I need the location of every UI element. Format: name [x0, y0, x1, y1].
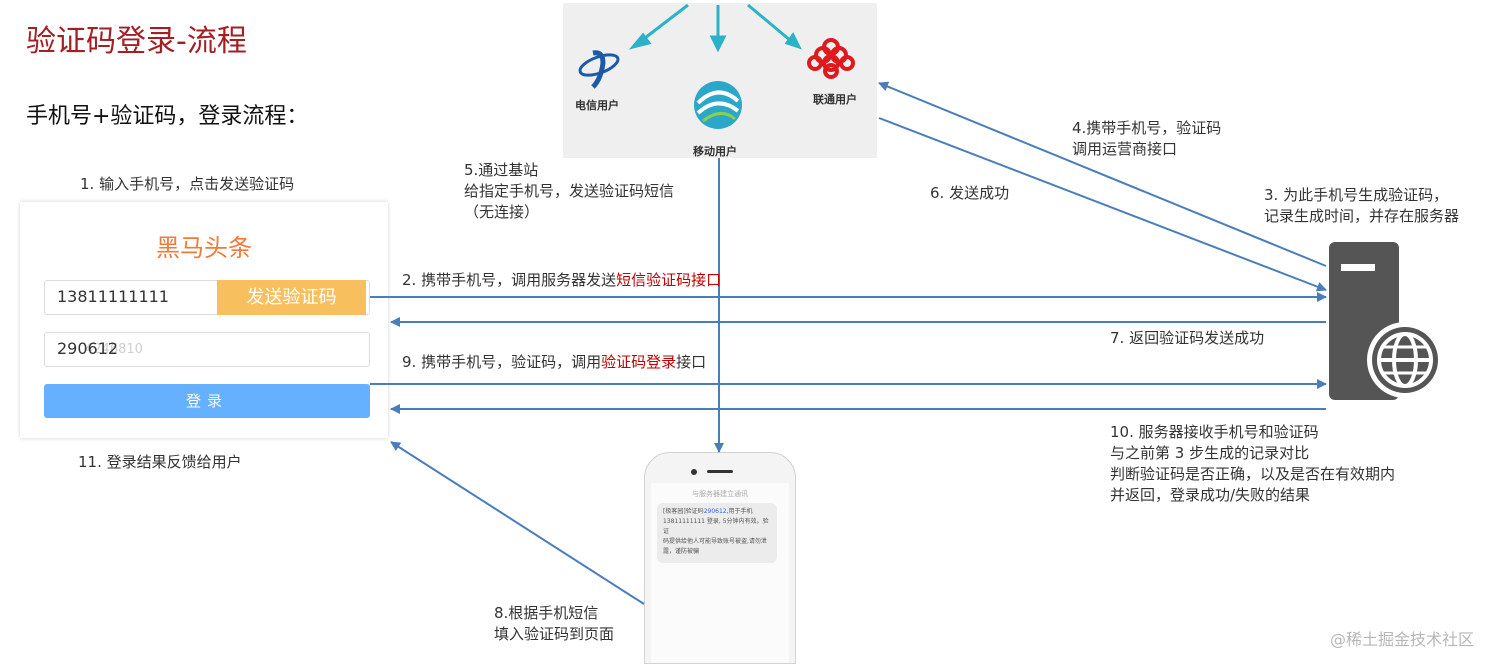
step2-label: 2. 携带手机号，调用服务器发送短信验证码接口: [402, 270, 721, 291]
step7-label: 7. 返回验证码发送成功: [1110, 329, 1265, 347]
page-subtitle: 手机号+验证码，登录流程：: [26, 104, 309, 129]
step10-label: 10. 服务器接收手机号和验证码 与之前第 3 步生成的记录对比 判断验证码是否…: [1110, 422, 1395, 506]
arrow-step4: [878, 81, 1327, 267]
phone-screen: 与服务器建立通讯 [极客园]验证码290612,用于手机 13811111111…: [651, 483, 789, 663]
step9-highlight: 验证码登录: [601, 353, 677, 371]
code-input-placeholder: 4246810: [85, 342, 143, 357]
telecom-logo-icon: [578, 50, 620, 89]
step10-line4: 并返回，登录成功/失败的结果: [1110, 486, 1311, 504]
step4-label: 4.携带手机号，验证码 调用运营商接口: [1072, 118, 1221, 160]
phone-speaker-icon: [707, 470, 733, 473]
step10-line3: 判断验证码是否正确，以及是否在有效期内: [1110, 465, 1396, 483]
sms-header: 与服务器建立通讯: [692, 490, 748, 498]
carriers-panel: 电信用户 移动用户 联通用户: [563, 3, 877, 158]
sms-message: [极客园]验证码290612,用于手机 13811111111 登录, 5分钟内…: [657, 503, 777, 563]
step11-label: 11. 登录结果反馈给用户: [78, 453, 242, 471]
step9-label: 9. 携带手机号，验证码，调用验证码登录接口: [402, 352, 706, 373]
step5-line3: （无连接）: [464, 203, 540, 221]
server-icon: [1329, 242, 1439, 400]
carrier-unicom-label: 联通用户: [813, 93, 857, 106]
send-code-button[interactable]: 发送验证码: [217, 280, 366, 315]
phone-input-value: 13811111111: [57, 287, 169, 306]
step4-line2: 调用运营商接口: [1072, 140, 1178, 158]
unicom-logo-icon: [807, 38, 855, 79]
step5-line1: 5.通过基站: [464, 161, 539, 179]
step5-line2: 给指定手机号，发送验证码短信: [464, 182, 675, 200]
page-title: 验证码登录-流程: [26, 24, 247, 59]
mobile-logo-icon: [694, 81, 742, 129]
step4-line1: 4.携带手机号，验证码: [1072, 119, 1222, 137]
login-button[interactable]: 登录: [44, 384, 370, 418]
carrier-telecom-label: 电信用户: [575, 99, 619, 112]
step3-line1: 3. 为此手机号生成验证码，: [1264, 186, 1449, 204]
step2-text: 2. 携带手机号，调用服务器发送: [402, 271, 617, 289]
step9-suffix: 接口: [676, 353, 707, 371]
sms-line2: 13811111111 登录, 5分钟内有效。验证: [663, 518, 769, 535]
sms-text-b: ,用于手机: [726, 508, 753, 515]
sms-line3: 码提供给他人可能导致账号被盗,请勿泄: [663, 538, 767, 545]
carrier-logos: [578, 3, 855, 129]
step3-line2: 记录生成时间，并存在服务器: [1264, 207, 1460, 225]
sms-code: 290612: [703, 508, 727, 515]
step8-label: 8.根据手机短信 填入验证码到页面: [494, 603, 614, 645]
step3-label: 3. 为此手机号生成验证码， 记录生成时间，并存在服务器: [1264, 185, 1459, 227]
step1-label: 1. 输入手机号，点击发送验证码: [80, 175, 295, 193]
step5-label: 5.通过基站 给指定手机号，发送验证码短信 （无连接）: [464, 160, 674, 223]
step10-line1: 10. 服务器接收手机号和验证码: [1110, 423, 1319, 441]
code-input-value: 290612: [57, 339, 119, 358]
step6-label: 6. 发送成功: [930, 184, 1010, 202]
step9-text: 9. 携带手机号，验证码，调用: [402, 353, 602, 371]
code-input[interactable]: 4246810 290612: [44, 332, 370, 367]
carrier-mobile-label: 移动用户: [693, 145, 737, 158]
step8-line2: 填入验证码到页面: [494, 625, 615, 643]
phone-camera-icon: [691, 469, 697, 475]
step10-line2: 与之前第 3 步生成的记录对比: [1110, 444, 1310, 462]
step2-highlight: 短信验证码接口: [616, 271, 722, 289]
sms-line4: 露，谨防被骗: [663, 548, 700, 555]
step8-line1: 8.根据手机短信: [494, 604, 599, 622]
sms-text-a: [极客园]验证码: [663, 508, 704, 515]
arrow-step8: [390, 441, 645, 605]
watermark: @稀土掘金技术社区: [1330, 630, 1475, 649]
login-card: 黑马头条 13811111111 发送验证码 4246810 290612 登录: [20, 202, 388, 438]
arrow-step6: [878, 117, 1327, 292]
brand-title: 黑马头条: [156, 234, 252, 262]
